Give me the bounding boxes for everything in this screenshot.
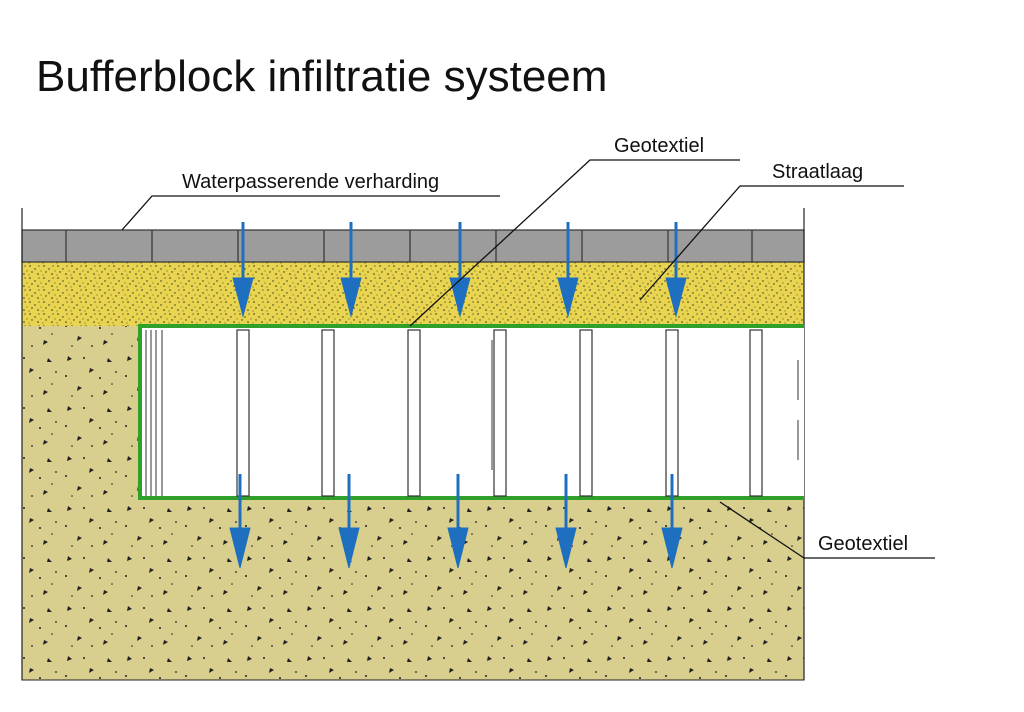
diagram-title: Bufferblock infiltratie systeem: [36, 52, 608, 101]
water-flow-arrows-bottom: [229, 474, 683, 569]
leader-street-layer: [639, 185, 904, 301]
paving-layer: [21, 229, 805, 263]
leader-geotextile-top: [409, 159, 740, 327]
street-layer: [22, 262, 804, 326]
label-street-layer: Straatlaag: [772, 161, 863, 183]
label-geotextile-top: Geotextiel: [614, 135, 704, 157]
leader-geotextile-bottom: [719, 501, 935, 559]
water-flow-arrows-top: [232, 222, 687, 318]
label-geotextile-bottom: Geotextiel: [818, 533, 908, 555]
bufferblock-unit: [138, 324, 804, 500]
label-paving: Waterpasserende verharding: [182, 171, 439, 193]
leader-paving: [121, 195, 500, 231]
